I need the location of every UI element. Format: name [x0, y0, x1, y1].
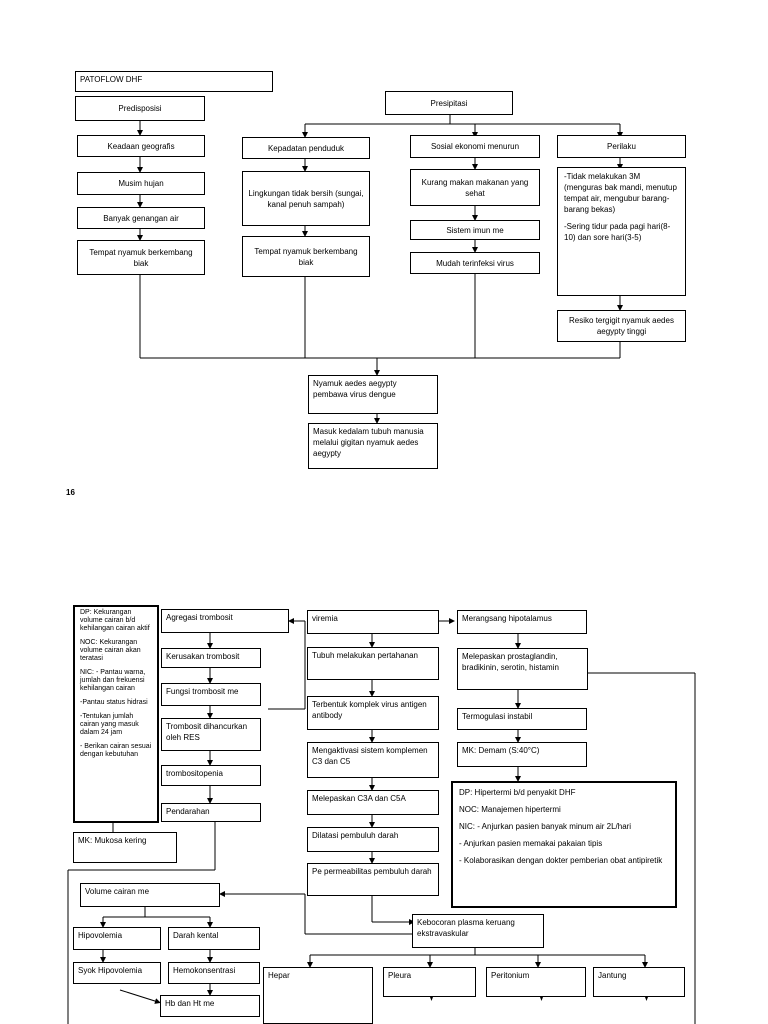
perilaku-item-3m: -Tidak melakukan 3M (menguras bak mandi,…	[564, 172, 677, 214]
trombositopenia-node: trombositopenia	[161, 765, 261, 786]
volume-cairan-node: Volume cairan me	[80, 883, 220, 907]
pendarahan-node: Pendarahan	[161, 803, 261, 822]
mukosa-kering-node: MK: Mukosa kering	[73, 832, 177, 863]
hiper-dp: DP: Hipertermi b/d penyakit DHF	[459, 788, 576, 797]
predisposisi-node: Predisposisi	[75, 96, 205, 121]
permeabilitas-node: Pe permeabilitas pembuluh darah	[307, 863, 439, 896]
kebocoran-plasma-node: Kebocoran plasma keruang ekstravaskular	[412, 914, 544, 948]
lingkungan-tidak-bersih-node: Lingkungan tidak bersih (sungai, kanal p…	[242, 171, 370, 226]
tempat-berkembang-biak-node-2: Tempat nyamuk berkembang biak	[242, 236, 370, 277]
masuk-tubuh-node: Masuk kedalam tubuh manusia melalui gigi…	[308, 423, 438, 469]
sistem-imun-node: Sistem imun me	[410, 220, 540, 240]
perilaku-item-tidur: -Sering tidur pada pagi hari(8-10) dan s…	[564, 222, 671, 242]
pleura-node: Pleura	[383, 967, 476, 997]
komplek-virus-node: Terbentuk komplek virus antigen antibody	[307, 696, 439, 730]
hipertermi-plan: DP: Hipertermi b/d penyakit DHF NOC: Man…	[451, 781, 677, 908]
c3a-c5a-node: Melepaskan C3A dan C5A	[307, 790, 439, 815]
viremia-node: viremia	[307, 610, 439, 634]
perilaku-list-node: -Tidak melakukan 3M (menguras bak mandi,…	[557, 167, 686, 296]
agregasi-trombosit-node: Agregasi trombosit	[161, 609, 289, 633]
demam-node: MK: Demam (S:40°C)	[457, 742, 587, 767]
left-nic-3: -Tentukan jumlah cairan yang masuk dalam…	[80, 713, 139, 736]
mudah-terinfeksi-node: Mudah terinfeksi virus	[410, 252, 540, 274]
kekurangan-volume-cairan-plan: DP: Kekurangan volume cairan b/d kehilan…	[73, 605, 159, 823]
peritonium-node: Peritonium	[486, 967, 586, 997]
left-noc: NOC: Kekurangan volume cairan akan terat…	[80, 639, 141, 662]
darah-kental-node: Darah kental	[168, 927, 260, 950]
diagram-title: PATOFLOW DHF	[75, 71, 273, 92]
kepadatan-penduduk-node: Kepadatan penduduk	[242, 137, 370, 159]
hemokonsentrasi-node: Hemokonsentrasi	[168, 962, 260, 984]
aktivasi-komplemen-node: Mengaktivasi sistem komplemen C3 dan C5	[307, 742, 439, 778]
nyamuk-pembawa-virus-node: Nyamuk aedes aegypty pembawa virus dengu…	[308, 375, 438, 414]
presipitasi-node: Presipitasi	[385, 91, 513, 115]
left-nic-4: - Berikan cairan sesuai dengan kebutuhan	[80, 743, 152, 758]
hb-ht-node: Hb dan Ht me	[160, 995, 260, 1017]
perilaku-node: Perilaku	[557, 135, 686, 158]
hipotalamus-node: Merangsang hipotalamus	[457, 610, 587, 634]
left-dp: DP: Kekurangan volume cairan b/d kehilan…	[80, 609, 150, 632]
musim-hujan-node: Musim hujan	[77, 172, 205, 195]
hepar-node: Hepar	[263, 967, 373, 1024]
resiko-tergigit-node: Resiko tergigit nyamuk aedes aegypty tin…	[557, 310, 686, 342]
hipovolemia-node: Hipovolemia	[73, 927, 161, 950]
hiper-noc: NOC: Manajemen hipertermi	[459, 805, 561, 814]
hiper-nic-3: - Kolaborasikan dengan dokter pemberian …	[459, 856, 663, 865]
hiper-nic-2: - Anjurkan pasien memakai pakaian tipis	[459, 839, 603, 848]
keadaan-geografis-node: Keadaan geografis	[77, 135, 205, 157]
genangan-air-node: Banyak genangan air	[77, 207, 205, 229]
dilatasi-node: Dilatasi pembuluh darah	[307, 827, 439, 852]
kurang-makan-node: Kurang makan makanan yang sehat	[410, 169, 540, 206]
left-nic-2: -Pantau status hidrasi	[80, 699, 148, 706]
jantung-node: Jantung	[593, 967, 685, 997]
fungsi-trombosit-node: Fungsi trombosit me	[161, 683, 261, 706]
trombosit-dihancurkan-node: Trombosit dihancurkan oleh RES	[161, 718, 261, 751]
page-number: 16	[66, 488, 75, 497]
prostaglandin-node: Melepaskan prostaglandin, bradikinin, se…	[457, 648, 588, 690]
left-nic: NIC: - Pantau warna, jumlah dan frekuens…	[80, 669, 146, 692]
hiper-nic: NIC: - Anjurkan pasien banyak minum air …	[459, 822, 632, 831]
sosial-ekonomi-node: Sosial ekonomi menurun	[410, 135, 540, 158]
tubuh-pertahanan-node: Tubuh melakukan pertahanan	[307, 647, 439, 680]
tempat-berkembang-biak-node-1: Tempat nyamuk berkembang biak	[77, 240, 205, 275]
syok-hipovolemia-node: Syok Hipovolemia	[73, 962, 161, 984]
termogulasi-node: Termogulasi instabil	[457, 708, 587, 730]
kerusakan-trombosit-node: Kerusakan trombosit	[161, 648, 261, 668]
